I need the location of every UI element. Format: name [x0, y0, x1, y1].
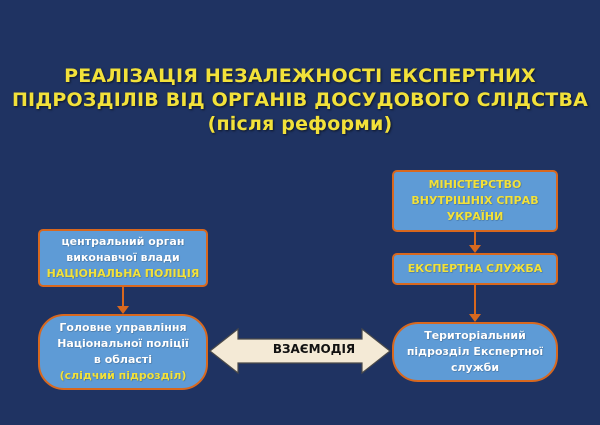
ministry-line-3: УКРАЇНИ [446, 210, 504, 223]
main-directorate-box: Головне управління Національної поліції … [38, 314, 208, 390]
national-police-box: центральний орган виконавчої влади НАЦІО… [38, 229, 208, 287]
directorate-line-2: Національної поліції [57, 337, 189, 350]
territorial-line-3: служби [450, 361, 500, 374]
arrow-service-to-territorial [469, 285, 481, 322]
police-line-3: НАЦІОНАЛЬНА ПОЛІЦІЯ [46, 267, 200, 280]
territorial-line-1: Територіальний [424, 329, 526, 342]
title-line-1: РЕАЛІЗАЦІЯ НЕЗАЛЕЖНОСТІ ЕКСПЕРТНИХ [64, 65, 536, 87]
slide-title: РЕАЛІЗАЦІЯ НЕЗАЛЕЖНОСТІ ЕКСПЕРТНИХ ПІДРО… [0, 64, 600, 136]
directorate-line-4: (слідчий підрозділ) [59, 369, 187, 382]
arrow-police-to-directorate [117, 287, 129, 314]
ministry-box: МІНІСТЕРСТВО ВНУТРІШНІХ СПРАВ УКРАЇНИ [392, 170, 558, 232]
title-line-2: ПІДРОЗДІЛІВ ВІД ОРГАНІВ ДОСУДОВОГО СЛІДС… [11, 89, 589, 111]
directorate-line-3: в області [93, 353, 153, 366]
directorate-line-1: Головне управління [59, 321, 187, 334]
arrow-ministry-to-service [469, 232, 481, 253]
interaction-double-arrow [209, 327, 391, 375]
territorial-line-2: підрозділ Експертної [406, 345, 544, 358]
police-line-1: центральний орган [61, 235, 185, 248]
police-line-2: виконавчої влади [66, 251, 180, 264]
title-line-3: (після реформи) [207, 113, 393, 135]
interaction-label: ВЗАЄМОДІЯ [272, 342, 356, 356]
ministry-line-2: ВНУТРІШНІХ СПРАВ [411, 194, 539, 207]
territorial-unit-box: Територіальний підрозділ Експертної служ… [392, 322, 558, 382]
ministry-line-1: МІНІСТЕРСТВО [428, 178, 522, 191]
expert-service-label: ЕКСПЕРТНА СЛУЖБА [407, 262, 543, 275]
expert-service-box: ЕКСПЕРТНА СЛУЖБА [392, 253, 558, 285]
